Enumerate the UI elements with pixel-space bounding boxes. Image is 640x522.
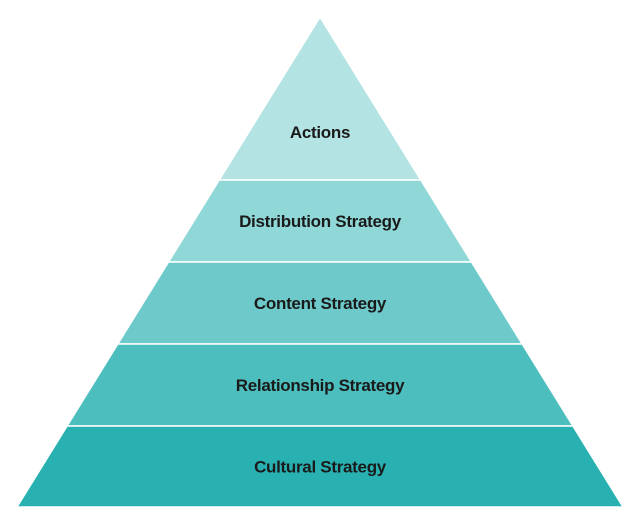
pyramid-level-label: Actions bbox=[290, 123, 350, 142]
pyramid-level-label: Content Strategy bbox=[254, 294, 387, 313]
pyramid-level-label: Cultural Strategy bbox=[254, 458, 387, 477]
pyramid-level-label: Relationship Strategy bbox=[236, 376, 405, 395]
pyramid-level-1 bbox=[217, 15, 423, 181]
pyramid-level-5 bbox=[15, 425, 625, 508]
pyramid-level-label: Distribution Strategy bbox=[239, 212, 402, 231]
